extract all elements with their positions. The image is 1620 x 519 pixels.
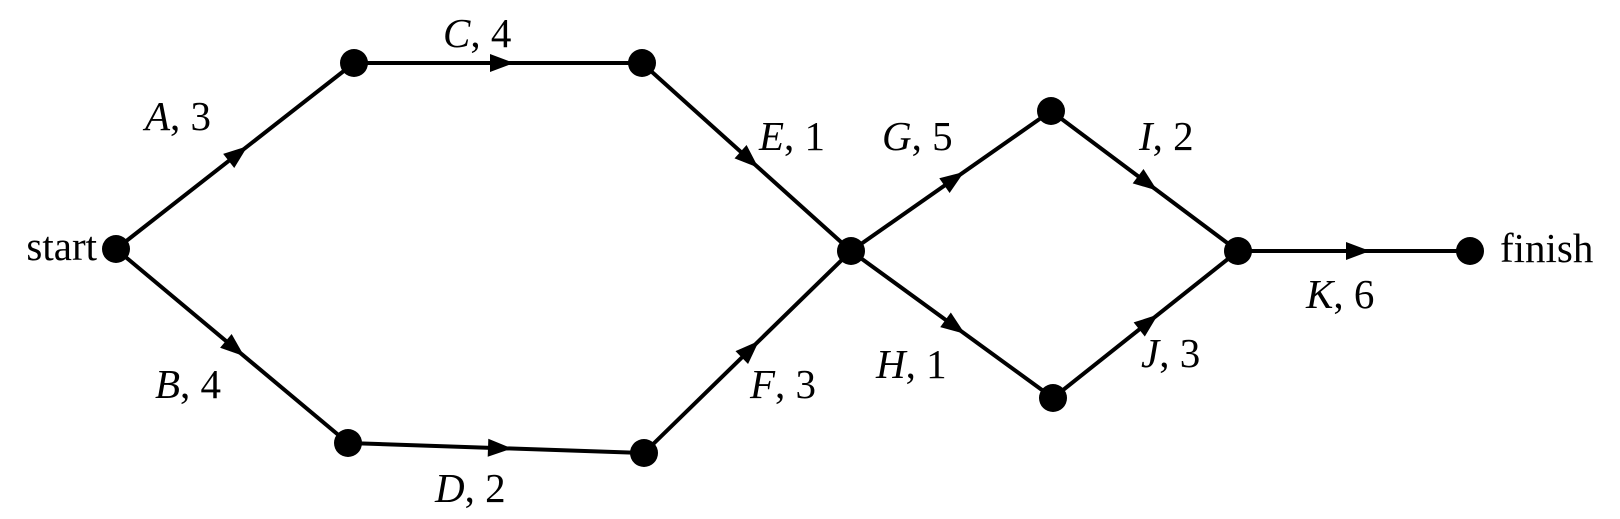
edge-label-I: I, 2 [1138,113,1194,159]
edge-label-K: K, 6 [1305,271,1374,317]
arrowhead-icon [939,171,965,193]
arrowhead-icon [1133,314,1159,337]
edge-label-B: B, 4 [155,361,221,407]
edge-label-E: E, 1 [758,113,825,159]
activity-duration: 1 [926,341,947,387]
node-n2 [628,49,656,77]
activity-duration: 2 [1173,113,1194,159]
node-n7 [1039,384,1067,412]
edge-label-J: J, 3 [1141,330,1200,376]
activity-name: H [875,341,908,387]
node-n3 [334,429,362,457]
edge-label-G: G, 5 [882,113,953,159]
activity-duration: 5 [932,113,953,159]
edge-label-H: H, 1 [875,341,947,387]
arrowhead-icon [735,340,759,365]
arrowhead-icon [487,438,512,457]
activity-name: C [443,10,471,56]
activity-duration: 6 [1354,271,1375,317]
node-n5 [837,237,865,265]
node-n8 [1224,237,1252,265]
activity-name: J [1141,330,1161,376]
activity-duration: 2 [485,465,506,511]
edge-label-C: C, 4 [443,10,511,56]
node-n4 [630,439,658,467]
activity-duration: 3 [191,93,212,139]
activity-duration: 3 [1180,330,1201,376]
finish-label: finish [1500,225,1593,271]
edge-label-A: A, 3 [142,93,211,139]
activity-duration: 1 [805,113,826,159]
start-label: start [26,223,97,269]
activity-duration: 3 [796,361,817,407]
arrowhead-icon [490,54,514,72]
arrowhead-icon [940,312,965,334]
edge-label-F: F, 3 [749,361,816,407]
node-start [102,235,130,263]
edge-label-D: D, 2 [434,465,506,511]
activity-duration: 4 [201,361,222,407]
activity-name: D [434,465,465,511]
arrowhead-icon [223,146,248,169]
activity-name: G [882,113,912,159]
activity-name: I [1138,113,1155,159]
activity-name: E [758,113,784,159]
activity-name: A [142,93,171,139]
arrowhead-icon [220,333,245,357]
activity-duration: 4 [491,10,512,56]
activity-name: B [155,361,180,407]
node-n1 [340,49,368,77]
activity-name: K [1305,271,1336,317]
arrowhead-icon [734,144,759,168]
node-n6 [1037,97,1065,125]
arrowhead-icon [1346,242,1370,260]
arrowhead-icon [1132,169,1158,191]
activity-name: F [749,361,776,407]
node-finish [1456,237,1484,265]
